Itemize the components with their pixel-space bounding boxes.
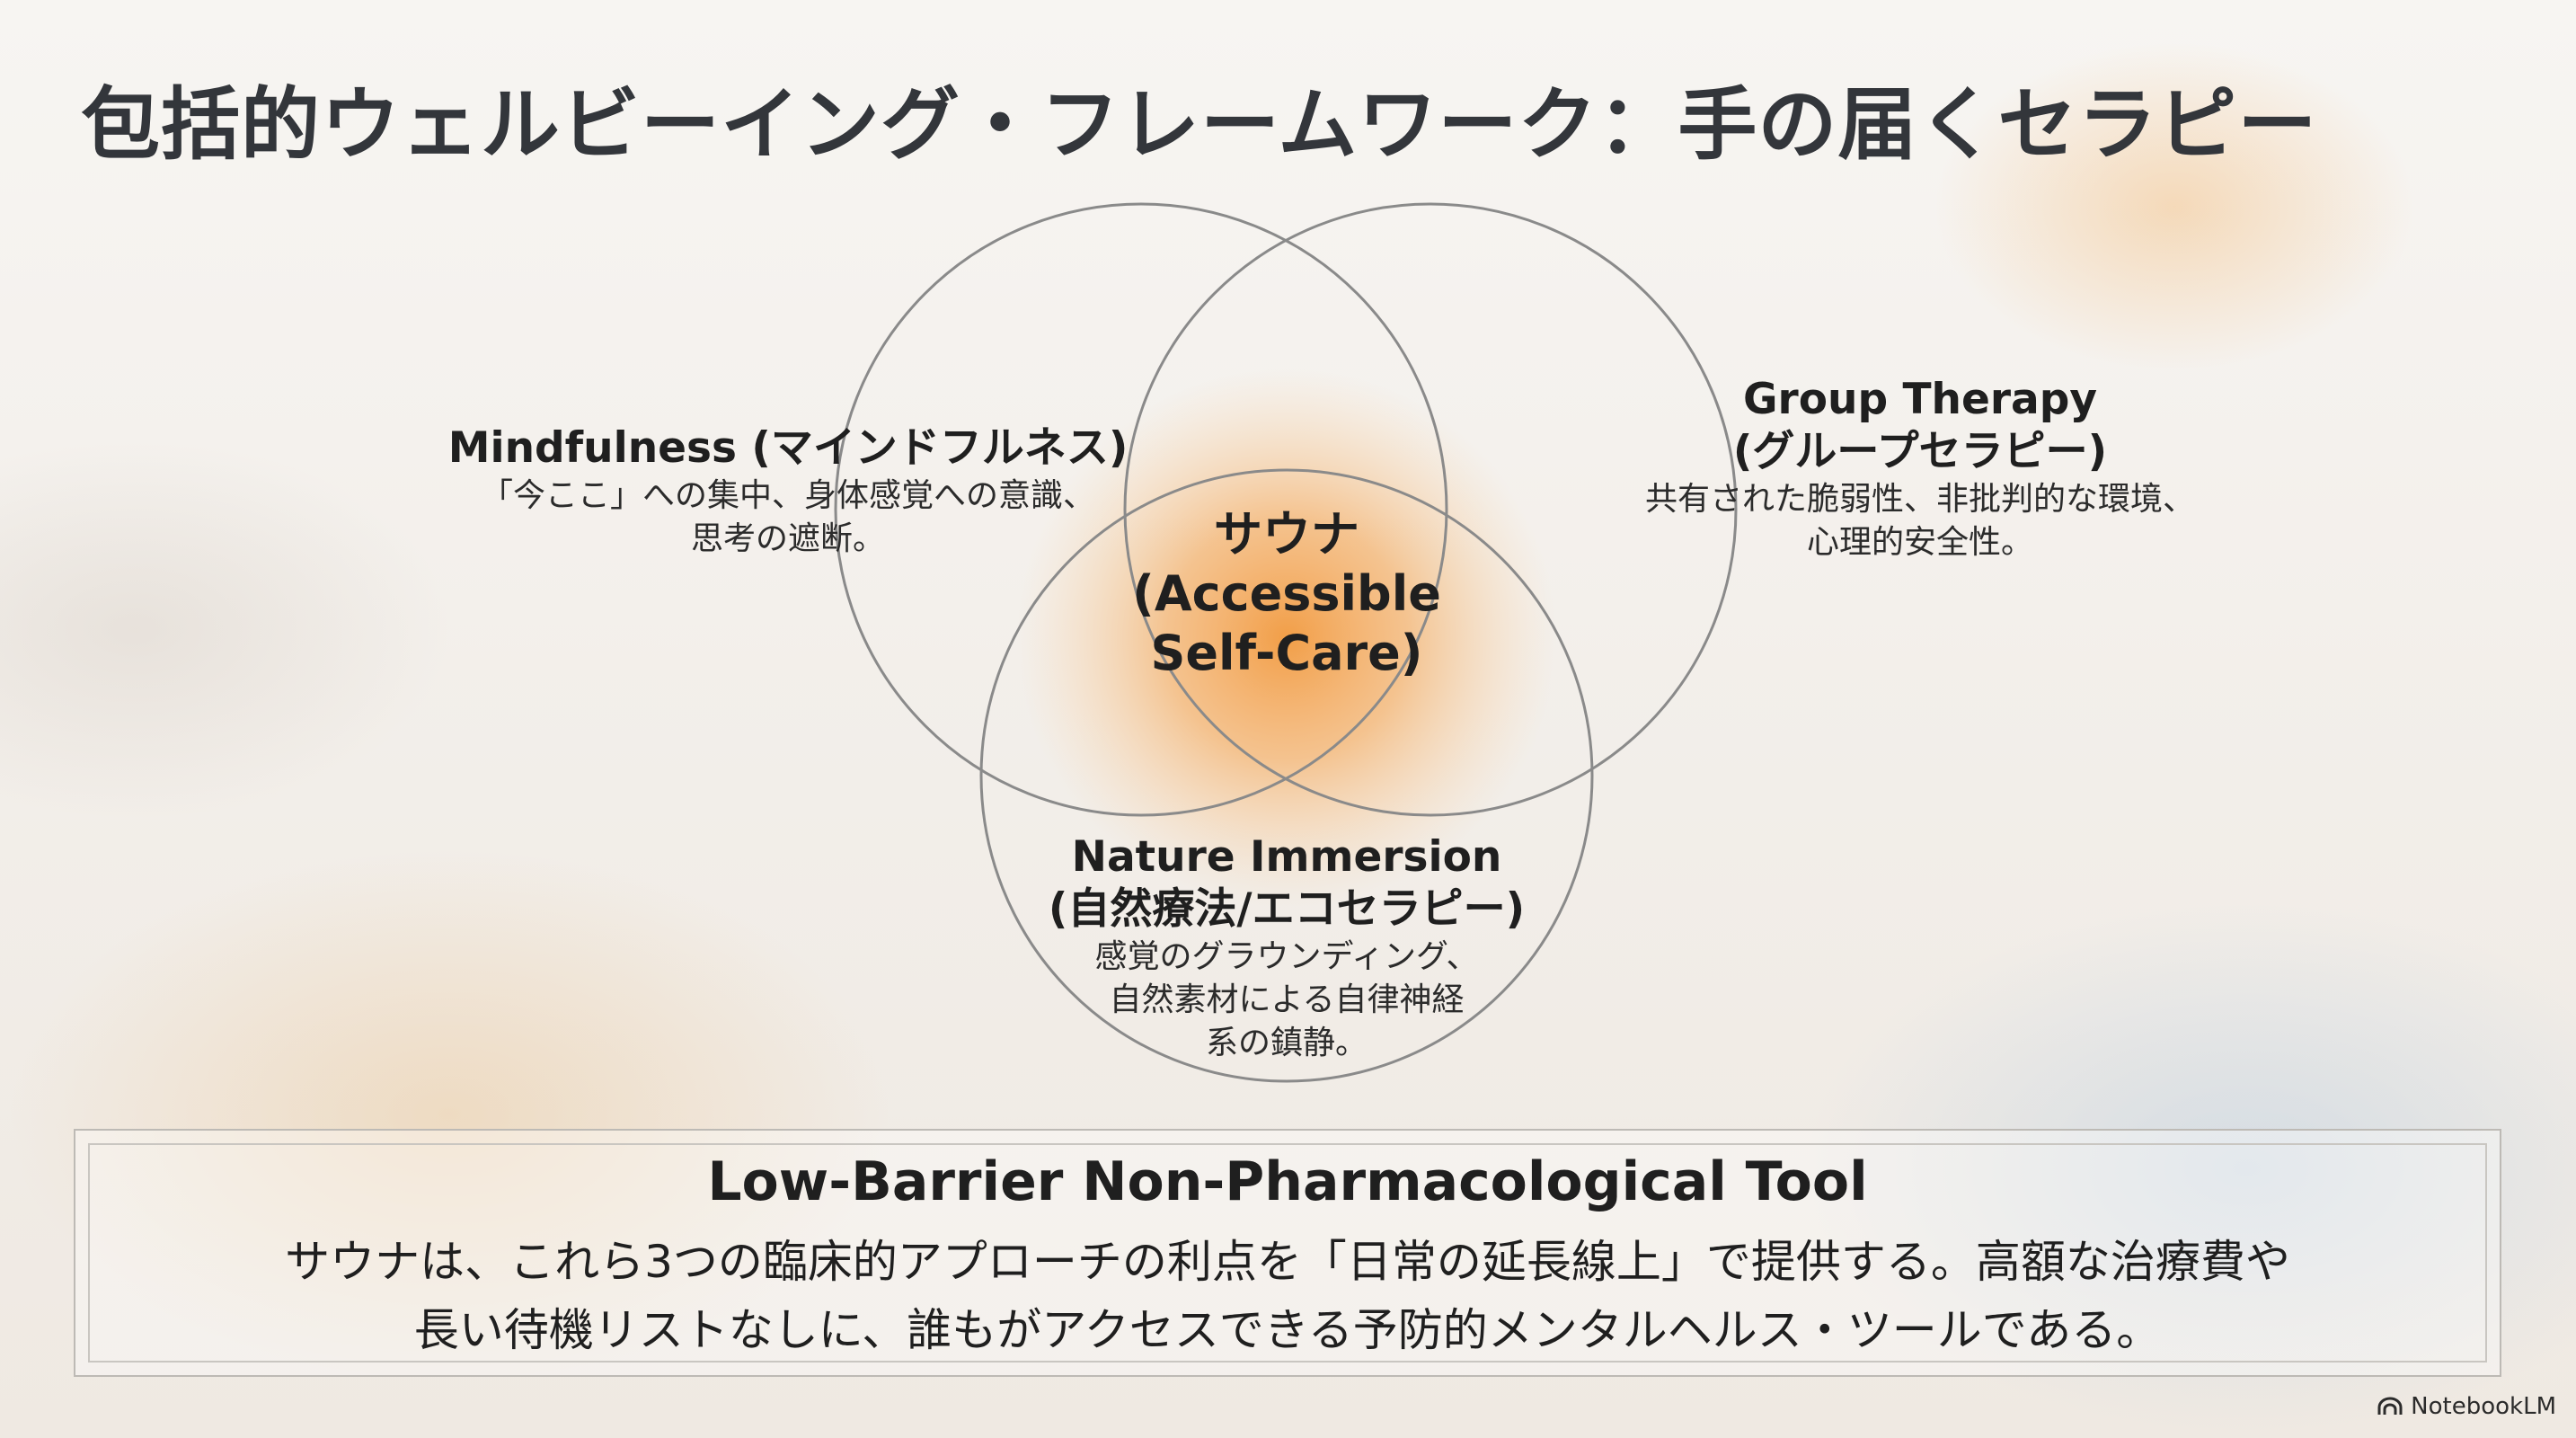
group-therapy-circle <box>1123 202 1738 817</box>
summary-body-line: 長い待機リストなしに、誰もがアクセスできる予防的メンタルヘルス・ツールである。 <box>413 1304 2162 1356</box>
notebooklm-logo-icon <box>2377 1397 2403 1415</box>
mindfulness-circle <box>834 202 1448 817</box>
nature-desc-line: 自然素材による自律神経 <box>1109 981 1465 1018</box>
group-therapy-title-ja: (グループセラピー) <box>1732 427 2108 476</box>
summary-title: Low-Barrier Non-Pharmacological Tool <box>707 1150 1868 1213</box>
summary-body-line: サウナは、これら3つの臨床的アプローチの利点を「日常の延長線上」で提供する。高額… <box>285 1236 2290 1288</box>
nature-circle <box>979 468 1594 1083</box>
summary-box-inner-border <box>88 1143 2487 1363</box>
center-title: サウナ <box>1213 506 1359 563</box>
center-glow <box>1017 368 1556 908</box>
mindfulness-label: Mindfulness (マインドフルネス) 「今ここ」への集中、身体感覚への意… <box>448 422 1129 561</box>
center-subtitle: (Accessible <box>1132 565 1441 622</box>
nature-desc-line: 系の鎮静。 <box>1205 1025 1368 1061</box>
group-therapy-desc-line: 心理的安全性。 <box>1806 524 2034 561</box>
mindfulness-desc-line: 思考の遮断。 <box>690 520 885 557</box>
group-therapy-desc-line: 共有された脆弱性、非批判的な環境、 <box>1644 481 2196 518</box>
summary-body: サウナは、これら3つの臨床的アプローチの利点を「日常の延長線上」で提供する。高額… <box>75 1228 2500 1364</box>
group-therapy-title: Group Therapy <box>1742 375 2098 424</box>
brand-watermark: NotebookLM <box>2377 1393 2556 1420</box>
brand-label: NotebookLM <box>2411 1393 2556 1420</box>
mindfulness-desc-line: 「今ここ」への集中、身体感覚への意識、 <box>480 477 1095 514</box>
summary-box: Low-Barrier Non-Pharmacological Tool サウナ… <box>74 1129 2501 1377</box>
group-therapy-label: Group Therapy (グループセラピー) 共有された脆弱性、非批判的な環… <box>1645 374 2195 564</box>
center-subtitle: Self-Care) <box>1150 625 1423 681</box>
nature-title: Nature Immersion <box>1071 832 1502 882</box>
nature-desc-line: 感覚のグラウンディング、 <box>1094 938 1479 975</box>
center-sauna-label: サウナ (Accessible Self-Care) <box>1132 505 1441 683</box>
nature-label: Nature Immersion (自然療法/エコセラピー) 感覚のグラウンディ… <box>1049 831 1525 1065</box>
nature-title-ja: (自然療法/エコセラピー) <box>1048 884 1526 934</box>
page-title: 包括的ウェルビーイング・フレームワーク：手の届くセラピー <box>81 78 2318 171</box>
mindfulness-title: Mindfulness (マインドフルネス) <box>447 423 1129 473</box>
